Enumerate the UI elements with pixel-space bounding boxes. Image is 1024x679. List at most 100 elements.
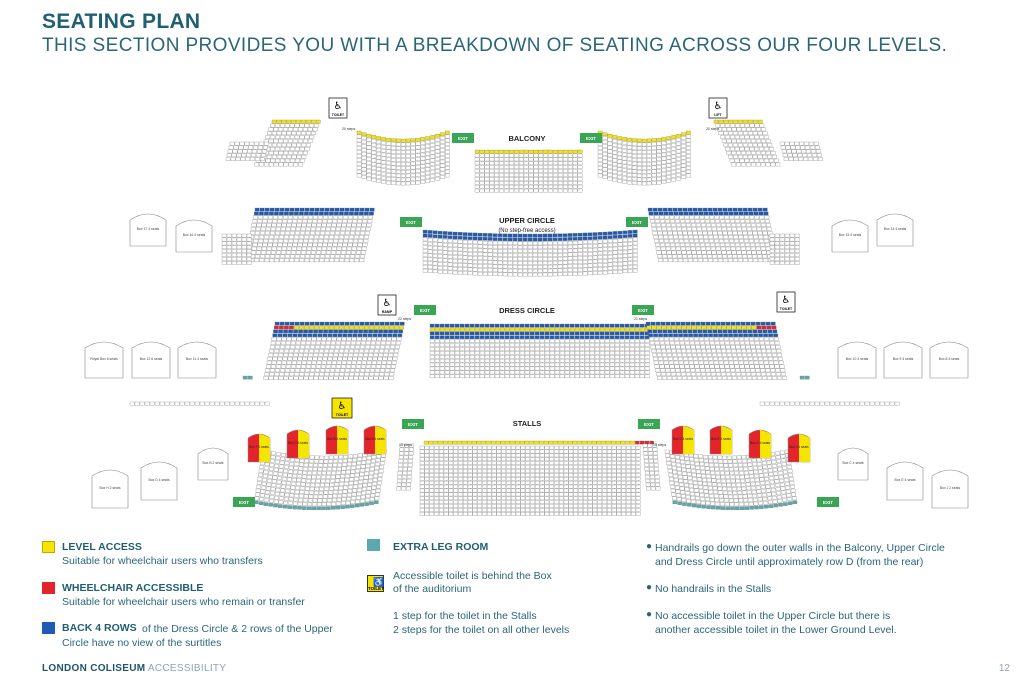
seat xyxy=(340,227,346,231)
seat xyxy=(712,455,718,460)
seat xyxy=(567,153,573,158)
seat xyxy=(544,500,550,504)
seat xyxy=(241,257,247,261)
seat xyxy=(602,132,608,137)
seat xyxy=(818,157,823,161)
seat xyxy=(624,351,630,355)
seat xyxy=(583,512,588,516)
seat xyxy=(766,349,772,353)
seat xyxy=(299,207,305,212)
seat xyxy=(288,139,293,143)
seat xyxy=(572,173,578,177)
seat xyxy=(364,207,370,212)
seat xyxy=(627,153,632,158)
seat xyxy=(697,329,703,334)
seat xyxy=(474,331,480,336)
seat xyxy=(400,150,406,155)
seat xyxy=(529,351,535,355)
seat xyxy=(310,254,315,259)
seat xyxy=(378,353,384,357)
seat xyxy=(559,488,564,493)
seat xyxy=(492,268,498,273)
seat xyxy=(356,461,362,465)
seat xyxy=(616,504,622,508)
seat xyxy=(474,149,480,154)
seat xyxy=(651,223,656,227)
seat xyxy=(482,264,488,268)
seat xyxy=(687,231,693,235)
seat xyxy=(370,493,375,498)
seat xyxy=(289,123,295,128)
seat xyxy=(732,353,737,357)
seat xyxy=(283,139,289,143)
seat xyxy=(306,223,312,227)
seat xyxy=(751,325,757,330)
seat xyxy=(530,477,535,481)
seat xyxy=(291,360,297,365)
seat xyxy=(515,504,521,508)
seat xyxy=(251,153,256,158)
seat xyxy=(233,145,239,150)
seat xyxy=(666,227,672,231)
seat xyxy=(381,145,386,149)
seat xyxy=(286,481,291,486)
seat xyxy=(280,231,285,235)
seat xyxy=(686,130,691,135)
seat xyxy=(859,401,865,406)
seat xyxy=(567,237,573,241)
seat xyxy=(622,160,627,165)
seat xyxy=(463,473,468,477)
seat xyxy=(578,492,583,497)
seat xyxy=(559,366,565,371)
seat xyxy=(282,333,288,338)
seat xyxy=(777,376,782,380)
seat xyxy=(296,143,302,147)
seat xyxy=(584,331,590,336)
seat xyxy=(440,144,445,148)
seat xyxy=(474,188,480,193)
seat xyxy=(594,351,600,355)
seat xyxy=(542,261,548,265)
seat xyxy=(356,360,362,365)
seat xyxy=(300,368,305,373)
seat xyxy=(577,184,583,189)
seat xyxy=(507,272,513,277)
seat xyxy=(328,353,334,357)
seat xyxy=(328,459,333,464)
seat xyxy=(810,145,815,150)
seat xyxy=(405,181,411,186)
seat xyxy=(306,119,311,124)
seat xyxy=(269,372,275,377)
seat xyxy=(583,453,588,458)
seat xyxy=(602,484,607,489)
seat xyxy=(361,175,367,179)
seat xyxy=(291,481,296,486)
seat xyxy=(644,440,650,445)
seat xyxy=(748,235,754,239)
seat xyxy=(641,170,647,174)
seat xyxy=(366,134,372,138)
seat xyxy=(376,454,381,459)
seat xyxy=(444,323,450,328)
seat xyxy=(707,254,713,259)
seat xyxy=(491,500,497,504)
seat xyxy=(760,321,766,326)
seat xyxy=(662,353,667,357)
seat xyxy=(439,512,444,516)
seat xyxy=(265,254,270,259)
seat xyxy=(737,231,743,235)
seat xyxy=(489,362,495,367)
seat xyxy=(502,264,508,269)
seat xyxy=(689,337,694,341)
seat xyxy=(292,474,297,478)
seat xyxy=(522,253,528,257)
seat xyxy=(294,123,300,128)
seat xyxy=(778,360,784,365)
seat xyxy=(304,258,310,263)
seat xyxy=(757,353,762,357)
seat xyxy=(314,235,319,239)
seat xyxy=(657,376,662,380)
seat xyxy=(381,168,386,172)
seat xyxy=(309,135,315,139)
seat xyxy=(523,161,529,166)
